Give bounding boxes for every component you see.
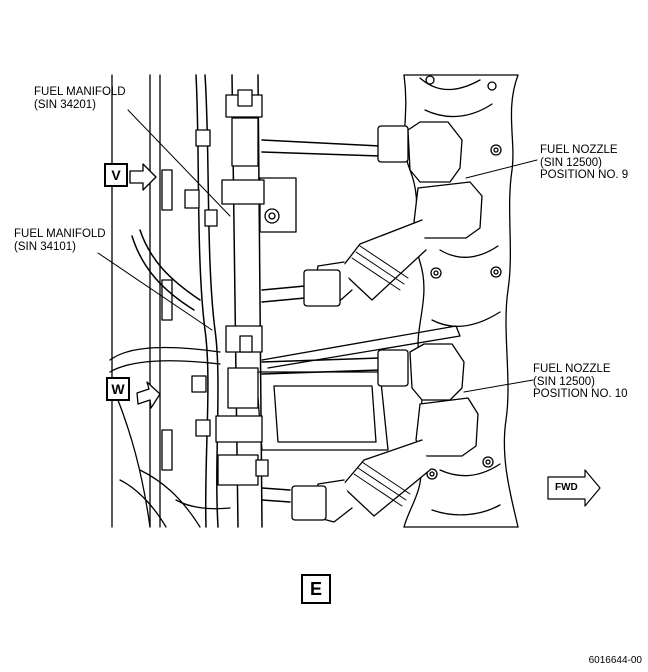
fuel-nozzle-9	[303, 121, 483, 307]
nozzle-supply-tubes	[261, 139, 381, 503]
view-v-arrow	[129, 163, 157, 191]
view-marker-v: V	[104, 163, 128, 187]
label-fuel-nozzle-position-10: FUEL NOZZLE (SIN 12500) POSITION NO. 10	[533, 363, 628, 400]
left-structure	[109, 74, 231, 528]
view-arrows	[129, 163, 161, 409]
fwd-arrow-shape	[547, 469, 601, 507]
fwd-label: FWD	[555, 482, 578, 493]
fuel-nozzle-10	[291, 343, 479, 523]
fittings	[184, 89, 269, 477]
view-w-arrow	[136, 381, 161, 409]
label-fuel-manifold-34201: FUEL MANIFOLD (SIN 34201)	[34, 86, 126, 111]
label-fuel-manifold-34101: FUEL MANIFOLD (SIN 34101)	[14, 228, 106, 253]
leader-lines	[97, 109, 538, 393]
document-number: 6016644-00	[588, 655, 642, 666]
tube-clamps	[215, 94, 265, 486]
view-marker-e: E	[301, 574, 331, 604]
label-fuel-nozzle-position-9: FUEL NOZZLE (SIN 12500) POSITION NO. 9	[540, 144, 629, 181]
view-marker-w: W	[106, 377, 130, 401]
